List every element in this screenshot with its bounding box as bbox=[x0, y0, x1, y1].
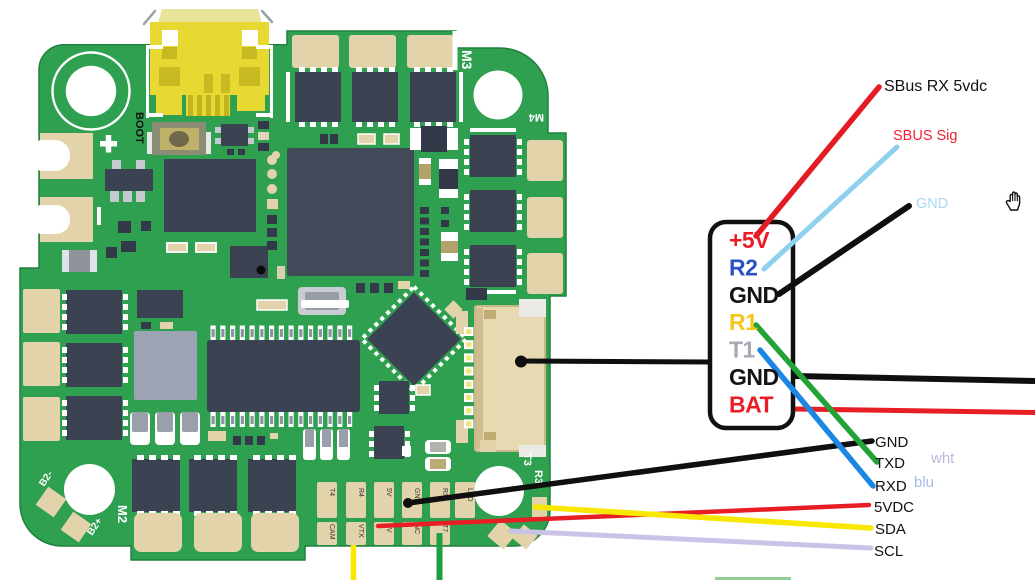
svg-text:M2: M2 bbox=[115, 505, 130, 523]
svg-text:GND: GND bbox=[413, 488, 420, 504]
svg-text:RX: RX bbox=[441, 488, 448, 498]
svg-text:VTX: VTX bbox=[357, 524, 364, 538]
svg-text:GND: GND bbox=[729, 282, 779, 308]
svg-text:M3: M3 bbox=[459, 50, 475, 70]
svg-text:RXD: RXD bbox=[875, 478, 907, 495]
svg-text:SBus RX 5vdc: SBus RX 5vdc bbox=[884, 78, 987, 95]
svg-text:T3: T3 bbox=[521, 453, 533, 466]
svg-text:T7: T7 bbox=[441, 524, 448, 532]
svg-text:5VDC: 5VDC bbox=[874, 499, 914, 516]
svg-text:R3: R3 bbox=[532, 470, 544, 484]
svg-text:GND: GND bbox=[875, 434, 909, 451]
svg-text:SBUS Sig: SBUS Sig bbox=[893, 128, 957, 144]
svg-text:5V: 5V bbox=[385, 524, 392, 533]
svg-text:+5V: +5V bbox=[729, 227, 770, 253]
svg-text:5V: 5V bbox=[385, 488, 392, 497]
svg-text:GND: GND bbox=[729, 364, 779, 390]
svg-text:BAT: BAT bbox=[729, 391, 774, 417]
svg-text:R4: R4 bbox=[357, 488, 364, 497]
svg-text:T4: T4 bbox=[328, 488, 335, 496]
svg-text:BOOT: BOOT bbox=[133, 112, 145, 144]
svg-text:T1: T1 bbox=[729, 337, 756, 363]
svg-text:SDA: SDA bbox=[875, 521, 906, 538]
svg-text:R1: R1 bbox=[729, 309, 758, 335]
svg-text:M4: M4 bbox=[528, 111, 544, 123]
svg-text:SCL: SCL bbox=[874, 543, 903, 560]
svg-text:GND: GND bbox=[916, 196, 948, 212]
svg-text:CAM: CAM bbox=[328, 524, 335, 540]
svg-text:wht: wht bbox=[930, 450, 955, 467]
svg-text:NC: NC bbox=[413, 524, 420, 534]
svg-text:R2: R2 bbox=[729, 254, 757, 280]
svg-text:TXD: TXD bbox=[875, 455, 905, 472]
svg-text:blu: blu bbox=[914, 474, 934, 491]
